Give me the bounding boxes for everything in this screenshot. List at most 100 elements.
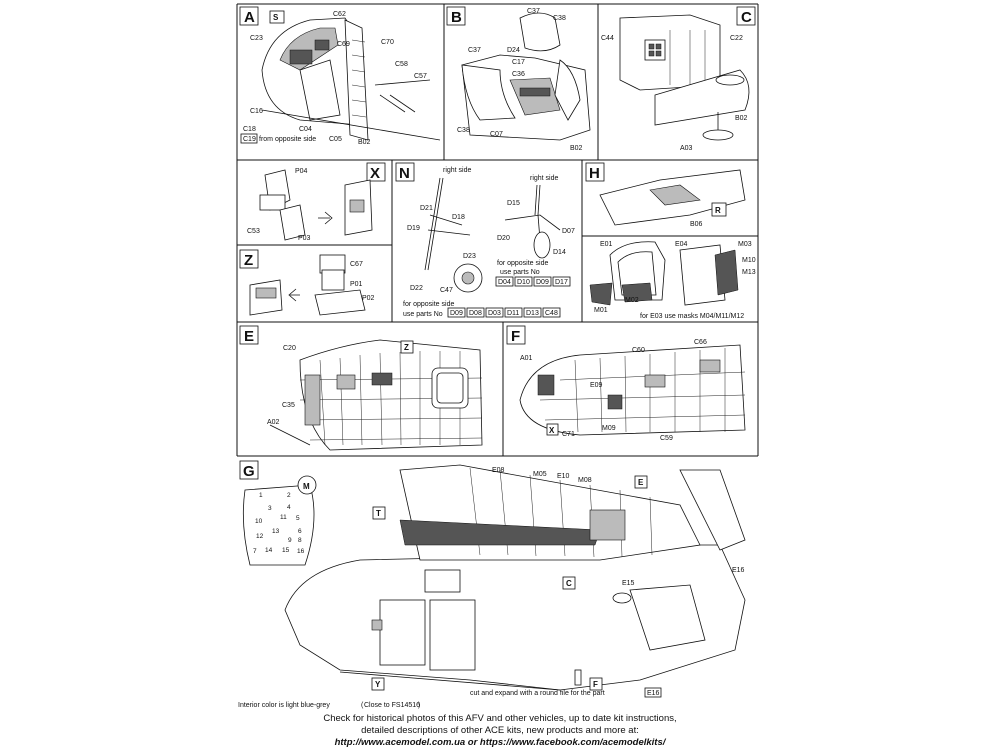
opposite-parts-left: D09 D08 D03 D11 D13 C48 <box>447 307 561 318</box>
label-c18: C18 <box>243 126 256 133</box>
label-a03: A03 <box>680 145 693 152</box>
label-b02-c: B02 <box>735 115 748 122</box>
footer: Check for historical photos of this AFV … <box>0 713 1000 749</box>
note-e03-masks: for E03 use masks M04/M11/M12 <box>640 313 744 320</box>
panel-c: C C44 C22 B02 A03 <box>601 6 756 152</box>
label-z: Z <box>404 343 409 352</box>
panel-z-letter: Z <box>244 252 253 269</box>
label-c69: C69 <box>337 41 350 48</box>
note-from-opposite-side: from opposite side <box>259 136 316 143</box>
interior-color-ref: Close to FS14516 <box>364 702 420 709</box>
panel-n-letter: N <box>399 165 410 182</box>
panel-g: G M 1 2 3 4 5 6 7 8 9 10 11 12 13 14 15 … <box>239 460 746 698</box>
interior-color-note: Interior color is light blue-grey ( Clos… <box>238 702 420 709</box>
label-c57: C57 <box>414 73 427 80</box>
label-c20: C20 <box>283 345 296 352</box>
mask-12: 12 <box>256 533 264 540</box>
mask-2: 2 <box>287 492 291 499</box>
label-right-side-2: right side <box>530 175 559 182</box>
label-y: Y <box>375 680 381 689</box>
label-m01: M01 <box>594 307 608 314</box>
label-x-f: X <box>549 426 555 435</box>
mask-16: 16 <box>297 548 305 555</box>
interior-color-paren-open: ( <box>361 702 364 709</box>
panel-c-letter: C <box>741 9 752 26</box>
label-m05: M05 <box>533 471 547 478</box>
label-c35: C35 <box>282 402 295 409</box>
panel-grid <box>236 3 759 457</box>
label-m09: M09 <box>602 425 616 432</box>
label-f-g: F <box>593 680 598 689</box>
panel-b-letter: B <box>451 9 462 26</box>
panel-g-letter: G <box>243 463 255 480</box>
panel-a: A S C62 C23 C69 C70 C58 C57 C16 C18 C19 … <box>239 6 441 146</box>
note-opposite-1a: for opposite side <box>497 260 548 267</box>
note-cut-part: E16 <box>647 690 660 697</box>
part-d17: D17 <box>555 279 568 286</box>
label-p01: P01 <box>350 281 363 288</box>
label-d21: D21 <box>420 205 433 212</box>
label-a01: A01 <box>520 355 533 362</box>
label-c59: C59 <box>660 435 673 442</box>
label-d14: D14 <box>553 249 566 256</box>
part-c48: C48 <box>545 310 558 317</box>
mask-10: 10 <box>255 518 263 525</box>
label-c-g: C <box>566 579 572 588</box>
label-c05: C05 <box>329 136 342 143</box>
label-e-g: E <box>638 478 644 487</box>
label-e01: E01 <box>600 241 613 248</box>
label-p03: P03 <box>298 235 311 242</box>
mask-11: 11 <box>280 514 287 521</box>
part-d09-l: D09 <box>450 310 463 317</box>
label-a02: A02 <box>267 419 280 426</box>
label-d07: D07 <box>562 228 575 235</box>
label-e15: E15 <box>622 580 635 587</box>
label-p04: P04 <box>295 168 308 175</box>
note-opposite-2a: for opposite side <box>403 301 454 308</box>
label-e09: E09 <box>590 382 603 389</box>
label-p02: P02 <box>362 295 375 302</box>
label-e10: E10 <box>557 473 570 480</box>
label-c44: C44 <box>601 35 614 42</box>
label-c16: C16 <box>250 108 263 115</box>
part-d11: D11 <box>507 310 519 317</box>
label-r: R <box>715 206 721 215</box>
label-d15: D15 <box>507 200 520 207</box>
label-c53: C53 <box>247 228 260 235</box>
panel-x: X P04 C53 P03 <box>247 162 386 242</box>
label-m10: M10 <box>742 257 756 264</box>
footer-line-2: detailed descriptions of other ACE kits,… <box>361 725 639 736</box>
part-d09: D09 <box>536 279 549 286</box>
part-d13: D13 <box>526 310 539 317</box>
footer-links[interactable]: http://www.acemodel.com.ua or https://ww… <box>334 737 666 748</box>
mask-6: 6 <box>298 528 302 535</box>
part-d04: D04 <box>498 279 511 286</box>
opposite-parts-right: D04 D10 D09 D17 <box>495 276 571 287</box>
note-opposite-1b: use parts No <box>500 269 540 276</box>
note-opposite-2b: use parts No <box>403 311 443 318</box>
label-e04: E04 <box>675 241 688 248</box>
mask-3: 3 <box>268 505 272 512</box>
panel-x-letter: X <box>370 165 380 182</box>
label-c07: C07 <box>490 131 503 138</box>
mask-13: 13 <box>272 528 280 535</box>
label-c47: C47 <box>440 287 453 294</box>
mask-numbers: 1 2 3 4 5 6 7 8 9 10 11 12 13 14 15 16 <box>253 492 305 555</box>
label-c66: C66 <box>694 339 707 346</box>
mask-4: 4 <box>287 504 291 511</box>
part-d08: D08 <box>469 310 482 317</box>
label-c70: C70 <box>381 39 394 46</box>
label-c22: C22 <box>730 35 743 42</box>
label-d20: D20 <box>497 235 510 242</box>
label-c62: C62 <box>333 11 346 18</box>
panel-masks: E01 E04 M03 M10 M13 M02 M01 for E03 use … <box>589 241 756 320</box>
panel-f: F A01 C60 C66 E09 X C71 M09 C59 <box>506 325 746 442</box>
label-c37: C37 <box>527 8 540 15</box>
panel-f-letter: F <box>511 328 520 345</box>
footer-line-1: Check for historical photos of this AFV … <box>323 713 677 724</box>
panel-b: B C37 C38 C37 D24 C17 C36 C38 C07 B02 <box>446 6 591 152</box>
label-d19: D19 <box>407 225 420 232</box>
label-right-side-1: right side <box>443 167 472 174</box>
note-cut-expand: cut and expand with a round file for the… <box>470 690 605 697</box>
mask-14: 14 <box>265 547 273 554</box>
